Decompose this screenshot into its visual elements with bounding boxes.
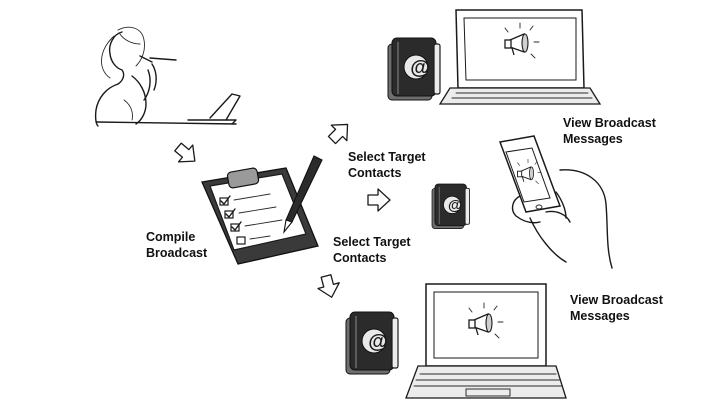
label-line: Messages [563,132,623,146]
address-book-icon: @ [387,37,441,101]
label-select-target-top: Select Target Contacts [348,149,426,181]
at-symbol: @ [368,331,388,353]
address-book-icon: @ [345,311,399,375]
label-line: Compile [146,230,196,244]
label-view-broadcast-top: View Broadcast Messages [563,115,656,147]
arrow-icon [314,272,343,301]
at-symbol: @ [410,57,430,79]
laptop-icon [438,9,602,105]
label-line: View Broadcast [563,116,656,130]
label-line: Broadcast [146,246,208,260]
arrow-icon [323,116,356,149]
clipboard-checklist-icon [201,167,319,265]
label-view-broadcast-bottom: View Broadcast Messages [570,292,663,324]
at-symbol: @ [448,198,462,214]
arrow-icon [367,188,391,212]
label-line: Contacts [333,251,387,265]
label-line: View Broadcast [570,293,663,307]
label-line: Messages [570,309,630,323]
pen-icon [283,155,323,234]
laptop-icon [405,283,567,399]
address-book-icon: @ [431,183,470,230]
label-compile-broadcast: Compile Broadcast [146,229,207,261]
smartphone-in-hand-icon [498,135,613,269]
woman-at-laptop-illustration [94,26,241,127]
label-line: Contacts [348,166,402,180]
label-select-target-bottom: Select Target Contacts [333,234,411,266]
arrow-icon [170,137,203,171]
label-line: Select Target [348,150,426,164]
label-line: Select Target [333,235,411,249]
